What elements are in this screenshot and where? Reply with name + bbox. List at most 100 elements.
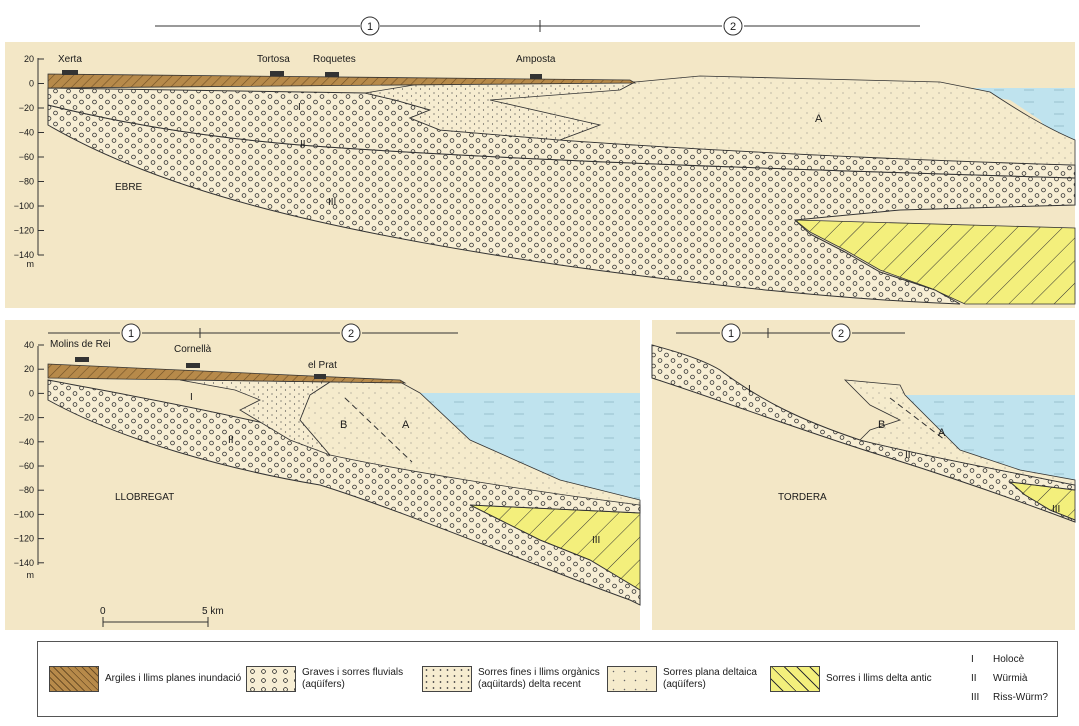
legend-fine-label-2: (aqüitards) delta recent	[478, 679, 581, 690]
llobregat-unit: m	[27, 570, 35, 580]
legend-gravel-label-2: (aqüífers)	[302, 679, 345, 690]
llobregat-section: 40 20 0 −20 −40 −60 −80 −100 −120 −140 m 1 2 Moli…	[5, 320, 641, 630]
tordera-phase-2-label: 2	[838, 328, 844, 340]
tordera-phase-1-marker	[721, 323, 741, 343]
ebre-tick-label: 20	[24, 54, 34, 64]
legend-item-old-delta: Sorres i llims delta antic	[770, 666, 932, 692]
llobregat-tick-label: −80	[19, 485, 34, 495]
legend-item-fine-sands: Sorres fines i llims orgànics (aqüitards…	[422, 666, 600, 692]
llobregat-unit-b: B	[340, 419, 347, 431]
legend-plain-label-1: Sorres plana deltaica	[663, 667, 757, 678]
llobregat-tick-label: −140	[14, 558, 34, 568]
legend-stage-2: II Würmià	[971, 673, 1027, 684]
scale-bar-start: 0	[100, 606, 106, 617]
ebre-town-icons	[62, 70, 542, 79]
ebre-phase-1-label: 1	[367, 21, 373, 33]
llobregat-phase-1-label: 1	[128, 328, 134, 340]
legend-item-gravel: Graves i sorres fluvials (aqüífers)	[246, 666, 403, 692]
ebre-town-roquetes: Roquetes	[313, 54, 356, 65]
llobregat-tick-label: −20	[19, 413, 34, 423]
ebre-town-amposta: Amposta	[516, 54, 556, 65]
ebre-unit-a: A	[815, 113, 823, 125]
ebre-delta-plain	[489, 75, 1076, 166]
llobregat-ab-boundary	[344, 397, 413, 463]
llobregat-delta-plain	[299, 381, 641, 506]
llobregat-phase-2-label: 2	[348, 328, 354, 340]
ebre-phase-2-label: 2	[730, 21, 736, 33]
llobregat-town-cornella: Cornellà	[174, 344, 212, 355]
ebre-tick-group: 20 0 −20 −40 −60 −80 −100 −120 −140	[14, 54, 44, 260]
stage-3-name: Riss-Würm?	[993, 692, 1048, 703]
llobregat-unit-a: A	[402, 419, 410, 431]
ebre-tick-label: −80	[19, 177, 34, 187]
stage-2-num: II	[971, 673, 977, 684]
llobregat-tick-label: −60	[19, 461, 34, 471]
ebre-name: EBRE	[115, 182, 143, 193]
clay-swatch	[49, 666, 99, 692]
llobregat-tick-group: 40 20 0 −20 −40 −60 −80 −100 −120 −140	[14, 340, 44, 568]
ebre-unit-i: I	[298, 102, 301, 113]
ebre-tick-label: −60	[19, 152, 34, 162]
llobregat-phase-2-marker	[341, 323, 361, 343]
ebre-unit-iii: III	[328, 197, 336, 208]
llobregat-tick-label: −120	[14, 534, 34, 544]
legend-item-clay: Argiles i llims planes inundació	[49, 666, 241, 692]
fine-sands-swatch	[422, 666, 472, 692]
legend-clay-label: Argiles i llims planes inundació	[105, 673, 242, 684]
legend-fine-label-1: Sorres fines i llims orgànics	[478, 667, 600, 678]
ebre-tick-label: 0	[29, 79, 34, 89]
tordera-phase-1-label: 1	[728, 328, 734, 340]
ebre-unit-ii: II	[300, 139, 306, 150]
llobregat-tick-label: 40	[24, 340, 34, 350]
tordera-sea	[905, 395, 1075, 495]
ebre-town-xerta: Xerta	[58, 54, 82, 65]
tordera-unit-b: B	[878, 419, 885, 431]
tordera-unit-a: A	[938, 427, 946, 439]
legend-stage-1: I Holocè	[971, 654, 1024, 665]
stage-3-num: III	[971, 692, 980, 703]
delta-plain-swatch	[607, 666, 657, 692]
llobregat-unit-i: I	[190, 392, 193, 403]
ebre-town-tortosa: Tortosa	[257, 54, 290, 65]
stage-1-num: I	[971, 654, 974, 665]
ebre-tick-label: −40	[19, 128, 34, 138]
ebre-sea	[940, 88, 1075, 180]
legend-item-delta-plain: Sorres plana deltaica (aqüífers)	[607, 666, 757, 692]
llobregat-tick-label: −100	[14, 509, 34, 519]
ebre-unit: m	[27, 259, 35, 269]
ebre-tick-label: −20	[19, 103, 34, 113]
ebre-phase-2-marker	[723, 16, 743, 36]
legend-gravel-label-1: Graves i sorres fluvials	[302, 667, 404, 678]
tordera-delta-plain	[843, 379, 1076, 486]
llobregat-town-prat: el Prat	[308, 360, 337, 371]
llobregat-name: LLOBREGAT	[115, 492, 174, 503]
ebre-clay	[47, 73, 637, 89]
ebre-tick-label: −120	[14, 226, 34, 236]
tordera-ab-boundary	[889, 397, 946, 441]
ebre-phase-1-marker	[360, 16, 380, 36]
ebre-tick-label: −140	[14, 250, 34, 260]
llobregat-tick-label: −40	[19, 437, 34, 447]
llobregat-tick-label: 0	[29, 388, 34, 398]
legend-plain-label-2: (aqüífers)	[663, 679, 706, 690]
legend-old-label: Sorres i llims delta antic	[826, 673, 932, 684]
llobregat-unit-iii: III	[592, 535, 600, 546]
llobregat-phase-1-marker	[121, 323, 141, 343]
llobregat-tick-label: 20	[24, 364, 34, 374]
legend-stage-3: III Riss-Würm?	[971, 692, 1048, 703]
gravel-swatch	[246, 666, 296, 692]
ebre-section: 200−20−40−60−80−100−120−140 m 1 2 Xerta …	[5, 16, 1076, 308]
stage-2-name: Würmià	[993, 673, 1028, 684]
legend: Argiles i llims planes inundació Graves …	[37, 641, 1058, 717]
scale-bar-end: 5 km	[202, 606, 224, 617]
llobregat-sea	[420, 393, 640, 510]
llobregat-town-molins: Molins de Rei	[50, 339, 111, 350]
tordera-unit-i: I	[748, 384, 751, 395]
stage-1-name: Holocè	[993, 654, 1025, 665]
old-delta-swatch	[770, 666, 820, 692]
llobregat-gravel	[47, 379, 641, 606]
tordera-unit-ii: II	[905, 450, 911, 461]
llobregat-town-icons	[75, 357, 326, 379]
ebre-tick-label: −100	[14, 201, 34, 211]
